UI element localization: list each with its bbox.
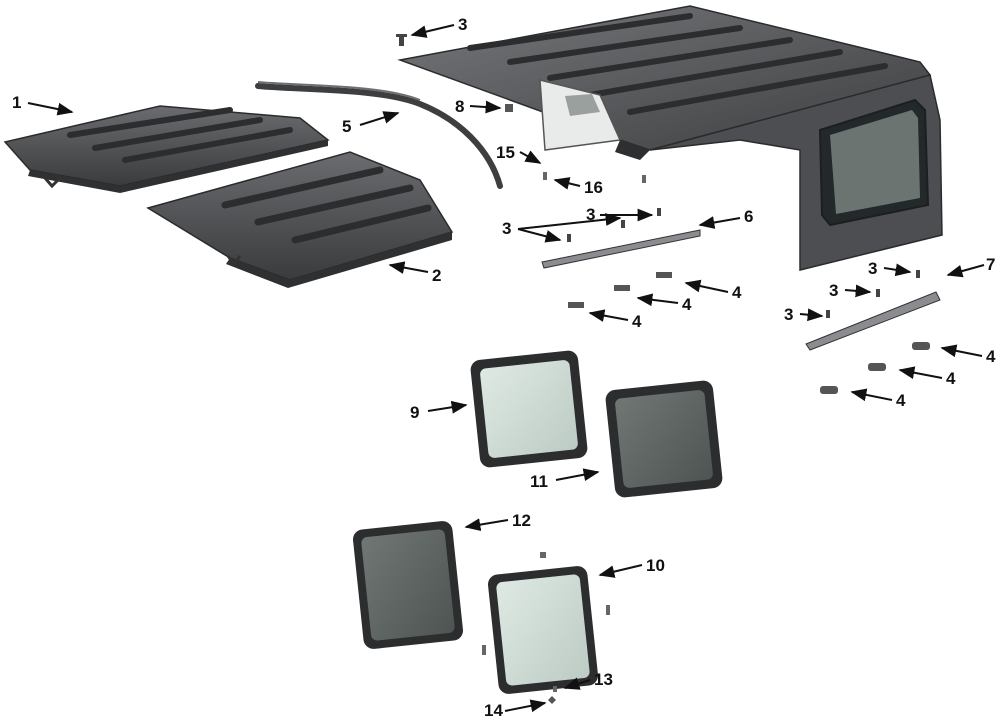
callout-3-strip7-a: 3	[868, 259, 877, 278]
callout-6: 6	[744, 207, 753, 226]
callout-8: 8	[455, 97, 464, 116]
hardtop-body	[397, 5, 943, 271]
front-right-roof-panel	[146, 151, 454, 288]
window-10	[487, 566, 599, 694]
callout-4-f: 4	[896, 391, 906, 410]
window-9	[470, 350, 588, 468]
callout-labels: 1 2 3 3 3 3 3 3 4 4 4 4 4 4 5 6 7 8 9 10…	[12, 15, 996, 718]
hardware	[396, 34, 920, 704]
window-11	[605, 380, 723, 498]
callout-4-a: 4	[732, 283, 742, 302]
callout-1: 1	[12, 93, 21, 112]
callout-3-strip6-right: 3	[586, 205, 595, 224]
callout-3-top: 3	[458, 15, 467, 34]
callout-2: 2	[432, 266, 441, 285]
callout-4-e: 4	[946, 369, 956, 388]
front-left-roof-panel	[3, 105, 330, 193]
callout-3-strip6-left: 3	[502, 219, 511, 238]
callout-14: 14	[484, 701, 503, 718]
callout-4-d: 4	[986, 347, 996, 366]
callout-16: 16	[584, 178, 603, 197]
callout-3-strip7-c: 3	[784, 305, 793, 324]
window-12	[352, 521, 464, 649]
callout-5: 5	[342, 117, 351, 136]
leader-arrows	[27, 24, 985, 713]
retainer-strip-6	[541, 229, 701, 308]
callout-10: 10	[646, 556, 665, 575]
callout-15: 15	[496, 143, 515, 162]
callout-11: 11	[530, 472, 548, 491]
callout-3-strip7-b: 3	[829, 281, 838, 300]
callout-9: 9	[410, 403, 419, 422]
callout-4-b: 4	[682, 295, 692, 314]
callout-13: 13	[594, 670, 613, 689]
retainer-strip-7	[805, 291, 941, 394]
weatherstrip-seal	[255, 81, 503, 189]
callout-7: 7	[986, 255, 995, 274]
callout-12: 12	[512, 511, 531, 530]
callout-4-c: 4	[632, 312, 642, 331]
